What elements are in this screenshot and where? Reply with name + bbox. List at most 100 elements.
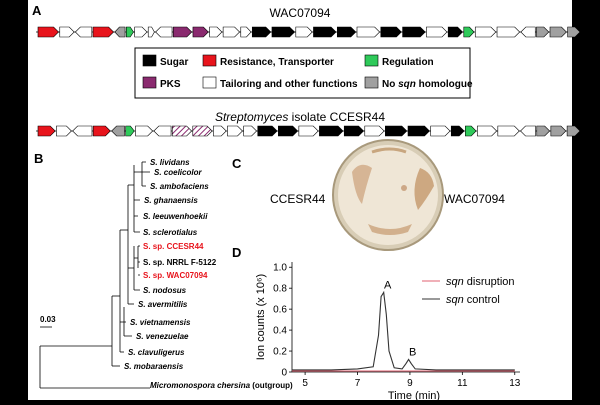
- gene-arrow-white: [497, 125, 520, 137]
- gene-arrow-green: [125, 125, 135, 137]
- gene-arrow-white: [474, 26, 497, 38]
- tree-taxon-label: S. vietnamensis: [130, 318, 191, 327]
- series-line-control: [292, 290, 515, 371]
- gene-arrow-white: [227, 125, 243, 137]
- gene-arrow-white: [364, 125, 385, 137]
- gene-arrow-white: [298, 125, 319, 137]
- panel-label-b: B: [34, 151, 43, 166]
- gene-arrow-white: [59, 26, 75, 38]
- legend-swatch-tailoring: [202, 76, 217, 89]
- gene-arrow-white: [222, 26, 241, 38]
- legend-swatch-pks: [142, 76, 157, 89]
- legend-no-homologue-gene: sqn: [398, 79, 416, 90]
- y-tick-label: 0.4: [273, 326, 287, 337]
- x-tick-label: 5: [302, 378, 308, 389]
- gene-arrow-white: [134, 26, 148, 38]
- gene-arrow-white: [135, 125, 154, 137]
- tree-taxon-label: S. nodosus: [143, 286, 187, 295]
- agar-plate-photo: [332, 139, 444, 251]
- legend-swatch-resistance: [202, 54, 217, 67]
- cluster-bottom-title: Streptomyces isolate CCESR44: [215, 110, 385, 124]
- tree-taxon-label: S. venezuelae: [136, 332, 189, 341]
- y-tick-label: 0.2: [273, 347, 287, 358]
- legend-frame: [134, 47, 471, 99]
- plate-streak-top: [371, 147, 407, 154]
- x-axis-label: Time (min): [388, 390, 440, 400]
- gene-arrow-white: [147, 26, 155, 38]
- plate-right-label: WAC07094: [444, 192, 505, 206]
- gene-arrow-black: [407, 125, 430, 137]
- cluster-bottom-title-rest: isolate CCESR44: [288, 110, 385, 124]
- tree-branch-sp-clade: [128, 246, 135, 290]
- chart-legend-rest: control: [464, 294, 500, 306]
- gene-arrow-hatched: [192, 125, 213, 137]
- gene-arrow-green: [125, 26, 134, 38]
- gene-arrow-white: [240, 26, 252, 38]
- gene-arrow-black: [313, 26, 337, 38]
- legend-label-pks: PKS: [160, 79, 181, 90]
- gene-arrow-purple: [192, 26, 209, 38]
- legend-label-tailoring: Tailoring and other functions: [220, 79, 358, 90]
- gene-arrow-white: [476, 125, 498, 137]
- chart-legend-label: sqn control: [446, 294, 500, 306]
- x-tick-label: 9: [407, 378, 413, 389]
- peak-label: A: [384, 279, 392, 291]
- phylogenetic-tree: [39, 161, 150, 389]
- plate-streak-right: [414, 168, 434, 210]
- chart-legend-rest: disruption: [464, 276, 515, 288]
- tree-branch-sp-leaves: [134, 245, 140, 291]
- gene-arrow-white: [72, 125, 93, 137]
- gene-arrow-gray: [111, 125, 125, 137]
- tree-taxon-label: S. clavuligerus: [128, 348, 185, 357]
- tree-branch-outgroup: [39, 346, 150, 389]
- gene-arrow-purple: [172, 26, 193, 38]
- gene-arrow-white: [520, 26, 536, 38]
- cluster-top-title: WAC07094: [270, 6, 331, 20]
- gene-arrow-white: [243, 125, 257, 137]
- legend-label-sugar: Sugar: [160, 57, 188, 68]
- gene-arrow-gray: [536, 26, 550, 38]
- gene-arrow-black: [336, 26, 357, 38]
- gene-arrow-black: [343, 125, 365, 137]
- panel-label-d: D: [232, 245, 241, 260]
- legend-label-no-homologue: No sqn homologue: [382, 79, 473, 90]
- gene-arrow-white: [155, 26, 173, 38]
- tree-branch-venezuelae: [124, 321, 132, 337]
- gene-arrow-gray: [567, 26, 581, 38]
- tree-outgroup-label: Micromonospora chersina (outgroup): [150, 381, 293, 390]
- x-tick-label: 11: [457, 378, 468, 389]
- gene-arrow-black: [319, 125, 344, 137]
- gene-arrow-white: [213, 125, 227, 137]
- gene-arrow-white: [520, 125, 536, 137]
- chart-legend-label: sqn disruption: [446, 276, 515, 288]
- plate-left-label: CCESR44: [270, 192, 326, 206]
- x-tick-label: 7: [355, 378, 361, 389]
- gene-arrow-black: [271, 26, 296, 38]
- gene-arrow-gray: [550, 125, 567, 137]
- gene-arrow-black: [450, 125, 465, 137]
- y-tick-label: 0: [281, 368, 287, 379]
- plate-streak-left: [352, 164, 372, 204]
- tree-taxon-label: S. sp. WAC07094: [143, 271, 208, 280]
- x-tick-label: 13: [509, 378, 521, 389]
- peak-label: B: [409, 346, 416, 358]
- gene-arrow-white: [209, 26, 223, 38]
- tree-branch-top-leaves: [134, 161, 150, 233]
- gene-arrow-white: [356, 26, 381, 38]
- tree-taxon-label: S. lividans: [150, 158, 190, 167]
- legend-label-resistance: Resistance, Transporter: [220, 57, 334, 68]
- tree-taxon-label: S. coelicolor: [154, 168, 202, 177]
- y-tick-label: 0.6: [273, 305, 287, 316]
- legend-swatch-sugar: [142, 54, 157, 67]
- tree-taxon-label: S. ghanaensis: [144, 196, 198, 205]
- gene-arrow-black: [251, 26, 272, 38]
- gene-arrow-gray: [114, 26, 126, 38]
- gene-arrow-black: [278, 125, 299, 137]
- tree-taxon-label: S. avermitilis: [138, 300, 188, 309]
- gene-legend: Sugar Resistance, Transporter Regulation…: [134, 47, 473, 99]
- legend-no-homologue-pre: No: [382, 79, 398, 90]
- gene-arrow-hatched: [171, 125, 193, 137]
- gene-arrow-white: [430, 125, 451, 137]
